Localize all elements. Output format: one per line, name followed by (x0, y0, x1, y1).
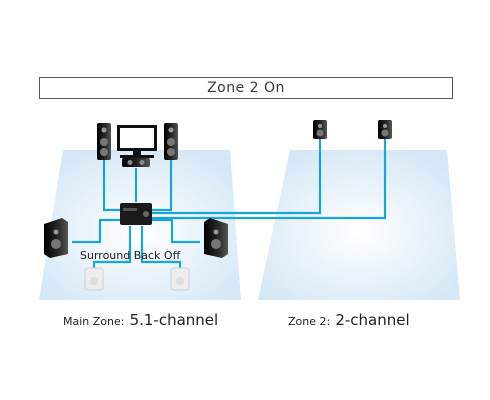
main-zone-label: Main Zone: 5.1-channel (63, 310, 218, 329)
zone2-prefix: Zone 2: (288, 315, 331, 328)
surround-back-off-label: Surround Back Off (80, 249, 181, 262)
main-zone-prefix: Main Zone: (63, 315, 125, 328)
banner-title: Zone 2 On (207, 80, 285, 96)
surround-left-speaker-icon (44, 218, 68, 258)
speaker-cables (72, 138, 387, 270)
zone2-label: Zone 2: 2-channel (288, 310, 410, 329)
main-zone-config: 5.1-channel (129, 311, 219, 329)
surround-right-speaker-icon (204, 218, 228, 258)
surround-back-left-speaker-icon (84, 267, 104, 291)
center-speaker-icon (122, 158, 150, 167)
tv-icon (117, 125, 157, 158)
front-right-speaker-icon (164, 123, 178, 160)
av-receiver-icon (120, 203, 152, 225)
zone2-right-speaker-icon (378, 120, 392, 139)
zone2-config: 2-channel (335, 311, 410, 329)
zone2-floor (258, 150, 460, 300)
front-left-speaker-icon (97, 123, 111, 160)
surround-back-right-speaker-icon (170, 267, 190, 291)
zone-2-on-banner: Zone 2 On (39, 77, 453, 99)
zone2-left-speaker-icon (313, 120, 327, 139)
